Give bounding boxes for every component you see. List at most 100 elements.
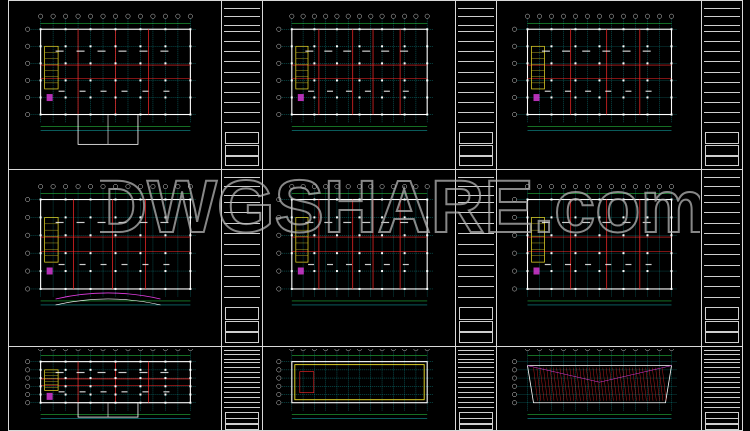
- title-block-rule: [704, 201, 740, 203]
- floor-plan-svg: [512, 349, 678, 419]
- title-block-rule: [704, 233, 740, 235]
- title-block-cell: [225, 411, 259, 419]
- drawing-sheet[interactable]: [496, 346, 743, 431]
- title-block-rule: [458, 101, 494, 103]
- title-block-rule: [458, 406, 494, 408]
- title-block-cell: [705, 411, 739, 419]
- title-block-rule: [224, 243, 260, 245]
- title-block-rule: [704, 265, 740, 267]
- title-block-cell: [225, 155, 259, 166]
- title-block-cell: [705, 132, 739, 145]
- title-block-rule: [224, 265, 260, 267]
- title-block-rule: [704, 381, 740, 383]
- title-block-rule: [458, 296, 494, 298]
- title-block-cell: [225, 145, 259, 156]
- title-block-rule: [224, 286, 260, 288]
- title-block-cell: [459, 145, 493, 156]
- floor-plan-drawing: [499, 349, 700, 428]
- title-block-rule: [458, 201, 494, 203]
- title-block: [701, 1, 742, 169]
- title-block-rule: [224, 222, 260, 224]
- title-block-rule: [704, 354, 740, 356]
- title-block-rule: [224, 376, 260, 378]
- title-block-rule: [224, 177, 260, 179]
- title-block-rule: [704, 177, 740, 179]
- drawing-sheet[interactable]: [262, 0, 497, 170]
- title-block-rule: [224, 366, 260, 368]
- floor-plan-drawing: [499, 172, 700, 344]
- title-block-rule: [704, 391, 740, 393]
- title-block-rule: [458, 243, 494, 245]
- title-block-rule: [224, 361, 260, 363]
- floor-plan-svg: [276, 184, 434, 306]
- title-block-cell: [459, 307, 493, 320]
- title-block-rule: [458, 354, 494, 356]
- title-block-rule: [458, 275, 494, 277]
- floor-plan-svg: [25, 349, 197, 419]
- title-block-cell: [225, 423, 259, 430]
- title-block-rule: [458, 61, 494, 63]
- title-block: [221, 1, 262, 169]
- title-block-rule: [458, 350, 494, 352]
- title-block-rule: [224, 194, 260, 196]
- title-block-cell: [459, 132, 493, 145]
- floor-plan-drawing: [11, 349, 220, 428]
- drawing-sheet[interactable]: [8, 169, 263, 347]
- title-block: [455, 1, 496, 169]
- title-block-rule: [458, 371, 494, 373]
- title-block: [455, 347, 496, 430]
- title-block-rule: [224, 371, 260, 373]
- title-block-rule: [704, 406, 740, 408]
- title-block-rule: [458, 222, 494, 224]
- drawing-sheet[interactable]: [262, 346, 497, 431]
- title-block-rule: [458, 71, 494, 73]
- title-block-rule: [224, 354, 260, 356]
- title-block-rule: [704, 41, 740, 43]
- title-block-rule: [458, 401, 494, 403]
- floor-plan-drawing: [11, 172, 220, 344]
- title-block-rule: [224, 350, 260, 352]
- drawing-sheet[interactable]: [496, 0, 743, 170]
- title-block-cell: [225, 321, 259, 333]
- title-block-rule: [458, 194, 494, 196]
- drawing-sheet[interactable]: [496, 169, 743, 347]
- title-block-rule: [458, 51, 494, 53]
- title-block-rule: [458, 24, 494, 26]
- title-block-rule: [224, 396, 260, 398]
- title-block-rule: [224, 296, 260, 298]
- title-block-rule: [224, 16, 260, 18]
- floor-plan-svg: [25, 13, 197, 145]
- drawing-sheet[interactable]: [262, 169, 497, 347]
- title-block-rule: [458, 31, 494, 33]
- title-block-rule: [704, 254, 740, 256]
- floor-plan-svg: [276, 349, 434, 419]
- title-block-rule: [458, 185, 494, 187]
- title-block-rule: [704, 16, 740, 18]
- title-block-rule: [224, 7, 260, 9]
- title-block-rule: [704, 7, 740, 9]
- title-block-rule: [704, 24, 740, 26]
- title-block-rule: [704, 275, 740, 277]
- title-block-rule: [458, 254, 494, 256]
- title-block-rule: [704, 286, 740, 288]
- title-block-rule: [458, 396, 494, 398]
- floor-plan-svg: [512, 13, 678, 131]
- title-block-rule: [224, 406, 260, 408]
- drawing-sheet[interactable]: [8, 346, 263, 431]
- title-block-rule: [224, 275, 260, 277]
- title-block-rule: [704, 222, 740, 224]
- title-block-rule: [224, 254, 260, 256]
- title-block-cell: [459, 321, 493, 333]
- title-block-rule: [224, 91, 260, 93]
- title-block-rule: [224, 401, 260, 403]
- title-block-cell: [459, 423, 493, 430]
- title-block-rule: [704, 243, 740, 245]
- title-block-rule: [704, 350, 740, 352]
- title-block-rule: [224, 121, 260, 123]
- title-block-cell: [705, 321, 739, 333]
- drawing-sheet[interactable]: [8, 0, 263, 170]
- title-block: [701, 347, 742, 430]
- floor-plan-drawing: [265, 3, 454, 167]
- title-block-rule: [704, 396, 740, 398]
- title-block-cell: [705, 423, 739, 430]
